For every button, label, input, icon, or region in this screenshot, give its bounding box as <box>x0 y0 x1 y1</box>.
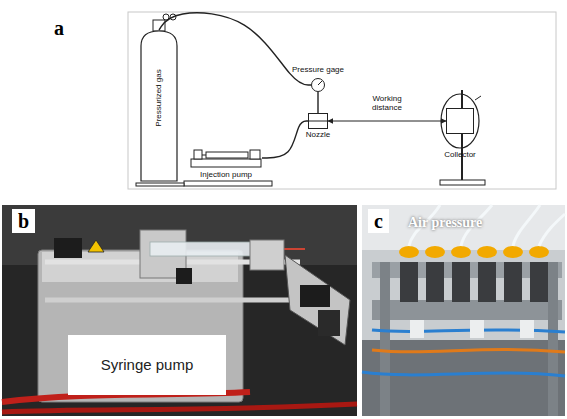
syringe-pump-photo-part <box>300 285 330 307</box>
air-pressure-photo-part <box>548 262 558 416</box>
panel-letter: c <box>368 209 389 233</box>
air-pressure-photo-part <box>400 262 418 302</box>
schematic-panel-part <box>163 14 169 20</box>
syringe-pump-photo <box>2 205 357 416</box>
nozzle-bore <box>309 121 327 122</box>
schematic-panel-part <box>153 20 165 31</box>
syringe-pump-photo-part <box>2 404 357 412</box>
panel-letter: a <box>54 18 64 38</box>
syringe-plunger <box>202 155 206 156</box>
syringe-barrel <box>206 152 248 158</box>
schematic-panel-part <box>441 94 479 148</box>
gas-hose <box>159 13 311 85</box>
gas-cylinder-shape <box>141 31 177 181</box>
injection-pump-drawing <box>190 148 262 168</box>
air-pressure-photo-part <box>362 372 565 376</box>
schematic-panel-part <box>184 181 272 186</box>
air-pressure-photo-part <box>478 262 496 302</box>
air-pressure-photo-part <box>520 320 534 338</box>
air-pressure-photo-part <box>372 300 562 320</box>
air-pressure-photo-part <box>529 246 549 258</box>
pump-clamp <box>250 150 260 159</box>
pump-body <box>191 159 261 167</box>
gage-dial <box>312 79 324 91</box>
air-pressure-photo-part <box>452 262 470 302</box>
syringe-pump-photo-part <box>285 255 350 345</box>
schematic-panel-part <box>440 180 485 185</box>
syringe-pump-photo-part <box>318 310 340 336</box>
nozzle: Nozzle <box>308 113 328 129</box>
air-pressure-photo-part <box>362 205 565 250</box>
pump-pusher <box>194 150 202 159</box>
solution-tube <box>262 121 308 158</box>
nozzle-fitting <box>309 114 327 128</box>
air-pressure-photo-part <box>539 214 565 246</box>
schematic-panel-part <box>461 90 463 180</box>
gage-needle <box>318 81 322 85</box>
air-pressure-photo-part <box>503 246 523 258</box>
schematic-panel <box>128 12 556 189</box>
air-pressure-photo-part <box>477 246 497 258</box>
node-label: Syringe pump <box>101 357 194 374</box>
schematic-panel-part <box>170 14 176 20</box>
air-pressure-photo-part <box>425 246 445 258</box>
air-pressure-photo-part <box>410 320 424 338</box>
schematic-panel-part <box>136 183 184 186</box>
air-pressure-photo-part <box>362 205 565 416</box>
air-pressure-photo-part <box>513 205 540 246</box>
syringe-pump-photo-part <box>176 268 192 284</box>
syringe-pump-photo-part <box>45 298 300 303</box>
gas-pipe <box>317 92 318 113</box>
air-pressure-photo-part <box>470 320 484 338</box>
air-pressure-photo-part <box>399 246 419 258</box>
air-pressure-photo-part <box>372 350 565 352</box>
panel-letter: b <box>12 209 35 233</box>
schematic-panel-part <box>128 12 556 189</box>
air-pressure-photo-part <box>372 330 565 332</box>
distance-arrow <box>328 121 446 122</box>
node-label: Nozzle <box>306 131 330 140</box>
air-pressure-photo-part <box>530 262 548 302</box>
edge-label: Working distance <box>362 95 412 113</box>
air-pressure-photo-part <box>426 262 444 302</box>
node-label: Collector <box>444 151 476 160</box>
syringe-pump-photo-part <box>250 240 284 270</box>
syringe-pump-label-box: Syringe pump <box>68 335 226 395</box>
syringe-pump-photo-part <box>2 205 357 416</box>
air-pressure-photo-part <box>380 262 390 416</box>
air-pressure-photo-part <box>451 246 471 258</box>
node-label: Pressure gage <box>292 66 344 75</box>
node-label: Pressurized gas <box>155 70 164 127</box>
syringe-pump-photo-part <box>54 238 82 258</box>
gas-cylinder: Pressurized gas <box>140 30 178 182</box>
photo-caption-label: Air pressure <box>408 216 482 230</box>
schematic-panel-part <box>475 96 481 100</box>
collector: Collector <box>446 108 474 134</box>
node-label: Injection pump <box>200 171 252 180</box>
syringe-pump-photo-part <box>88 240 104 252</box>
air-pressure-photo-part <box>362 340 565 416</box>
air-pressure-photo-part <box>504 262 522 302</box>
pressure-gage: Pressure gage <box>311 78 325 92</box>
air-pressure-photo <box>362 205 565 416</box>
injection-pump: Injection pump <box>190 148 262 168</box>
